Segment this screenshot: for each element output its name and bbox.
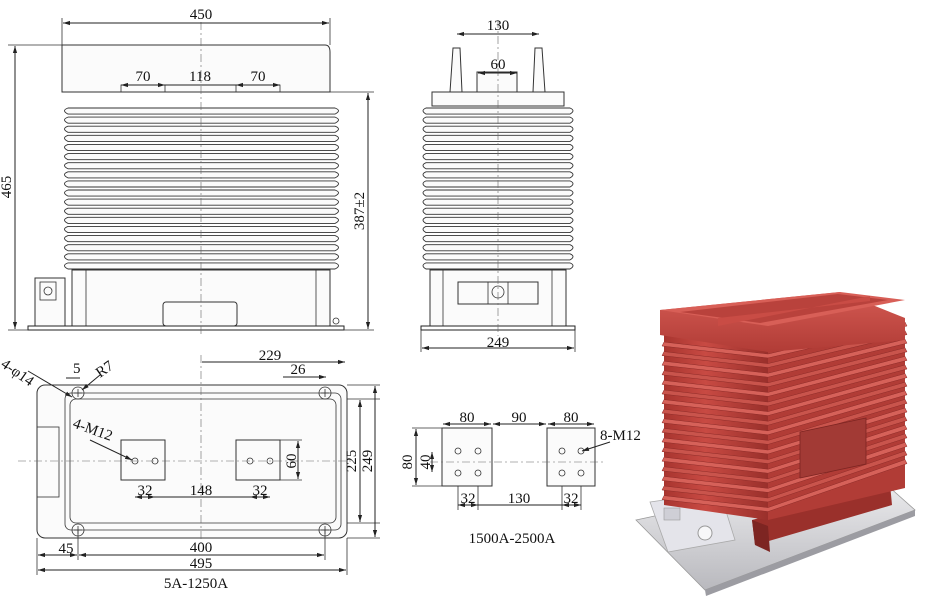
product-rib (661, 330, 908, 368)
detail-terminal-left (441, 427, 493, 487)
front-ribs (64, 107, 339, 270)
rib (64, 143, 339, 152)
rib (64, 116, 339, 124)
dim-overall-depth: 249 (360, 450, 376, 473)
rib (422, 153, 574, 161)
rib (64, 244, 339, 252)
rib (422, 125, 574, 133)
rib (64, 207, 339, 215)
dim-detail-pitch-right: 32 (564, 491, 579, 507)
bottom-base-plate (36, 384, 348, 539)
dim-terminal-left: 70 (136, 69, 151, 85)
dim-mount-depth: 225 (344, 450, 360, 473)
rib (64, 153, 339, 161)
dim-side-top: 130 (487, 18, 510, 34)
dim-front-height: 465 (0, 176, 15, 199)
dim-mount-length: 400 (190, 540, 213, 556)
dim-pitch-left: 32 (138, 483, 153, 499)
dim-detail-width-right: 80 (564, 410, 579, 426)
product-rib (661, 347, 908, 388)
dim-detail-gap: 90 (512, 410, 527, 426)
product-rib (661, 459, 908, 512)
dim-detail-center-distance: 130 (508, 491, 531, 507)
rib (64, 180, 339, 188)
dim-detail-hole-pitch: 40 (418, 455, 434, 470)
dim-detail-width-left: 80 (460, 410, 475, 426)
rib (64, 189, 339, 197)
dim-terminal-spacing: 148 (190, 483, 213, 499)
rib (64, 134, 339, 142)
rib (64, 198, 339, 206)
product-rib (661, 433, 908, 484)
rib (64, 162, 339, 170)
dim-terminal-center: 118 (189, 69, 211, 85)
dim-terminal-height: 60 (284, 454, 300, 469)
bottom-view: 4-φ14 5 R7 229 26 4-M12 60 32 148 32 225… (0, 348, 380, 592)
product-rib (661, 373, 908, 416)
dim-detail-holes: 8-M12 (600, 428, 641, 444)
rib (422, 235, 574, 243)
product-rib (661, 390, 908, 436)
product-rib (661, 364, 908, 407)
dim-edge-offset: 5 (73, 361, 81, 377)
rib (422, 143, 574, 152)
product-rib (661, 450, 908, 503)
rib (64, 171, 339, 179)
product-rib (661, 399, 908, 445)
dim-terminal-right: 70 (251, 69, 266, 85)
dim-overall-length: 495 (190, 556, 213, 572)
dim-detail-pitch-left: 32 (461, 491, 476, 507)
dim-side-base: 249 (487, 335, 510, 351)
front-nameplate (162, 301, 238, 327)
caption-1500a-2500a: 1500A-2500A (469, 531, 556, 547)
front-view: 450 70 118 70 465 387±2 (0, 7, 374, 334)
rib (64, 125, 339, 133)
front-top-cap (61, 44, 331, 93)
front-base-plate (27, 325, 345, 331)
product-rib (661, 416, 908, 464)
dim-pitch-right: 32 (253, 483, 268, 499)
front-secondary-box (34, 277, 66, 327)
product-rib (661, 321, 908, 359)
product-rib (661, 381, 908, 426)
terminal-detail: 80 90 80 8-M12 80 40 32 130 32 1500A-250… (400, 410, 641, 547)
product-rib (661, 338, 908, 378)
dim-side-terminal: 60 (491, 57, 506, 73)
dim-half-length: 229 (259, 348, 282, 364)
rib (64, 107, 339, 115)
side-view: 130 60 249 (420, 18, 576, 352)
product-rib (661, 407, 908, 455)
dim-end-offset: 45 (59, 541, 74, 557)
dim-front-width: 450 (190, 7, 213, 23)
bottom-terminal-right (235, 439, 281, 481)
rib (64, 225, 339, 234)
rib (64, 262, 339, 270)
dim-detail-height: 80 (400, 455, 416, 470)
detail-terminal-right (546, 427, 596, 487)
caption-5a-1250a: 5A-1250A (164, 576, 228, 592)
dim-hole-offset: 26 (291, 362, 307, 378)
rib (64, 216, 339, 224)
product-rib (661, 356, 908, 397)
dim-body-height: 387±2 (352, 192, 368, 230)
bottom-terminal-left (120, 439, 166, 481)
product-rib (661, 424, 908, 474)
rib (422, 171, 574, 179)
rib (422, 216, 574, 224)
product-illustration (635, 292, 916, 596)
rib (422, 207, 574, 215)
product-rib (661, 442, 908, 493)
rib (64, 253, 339, 261)
rib (64, 235, 339, 243)
rib (422, 189, 574, 197)
